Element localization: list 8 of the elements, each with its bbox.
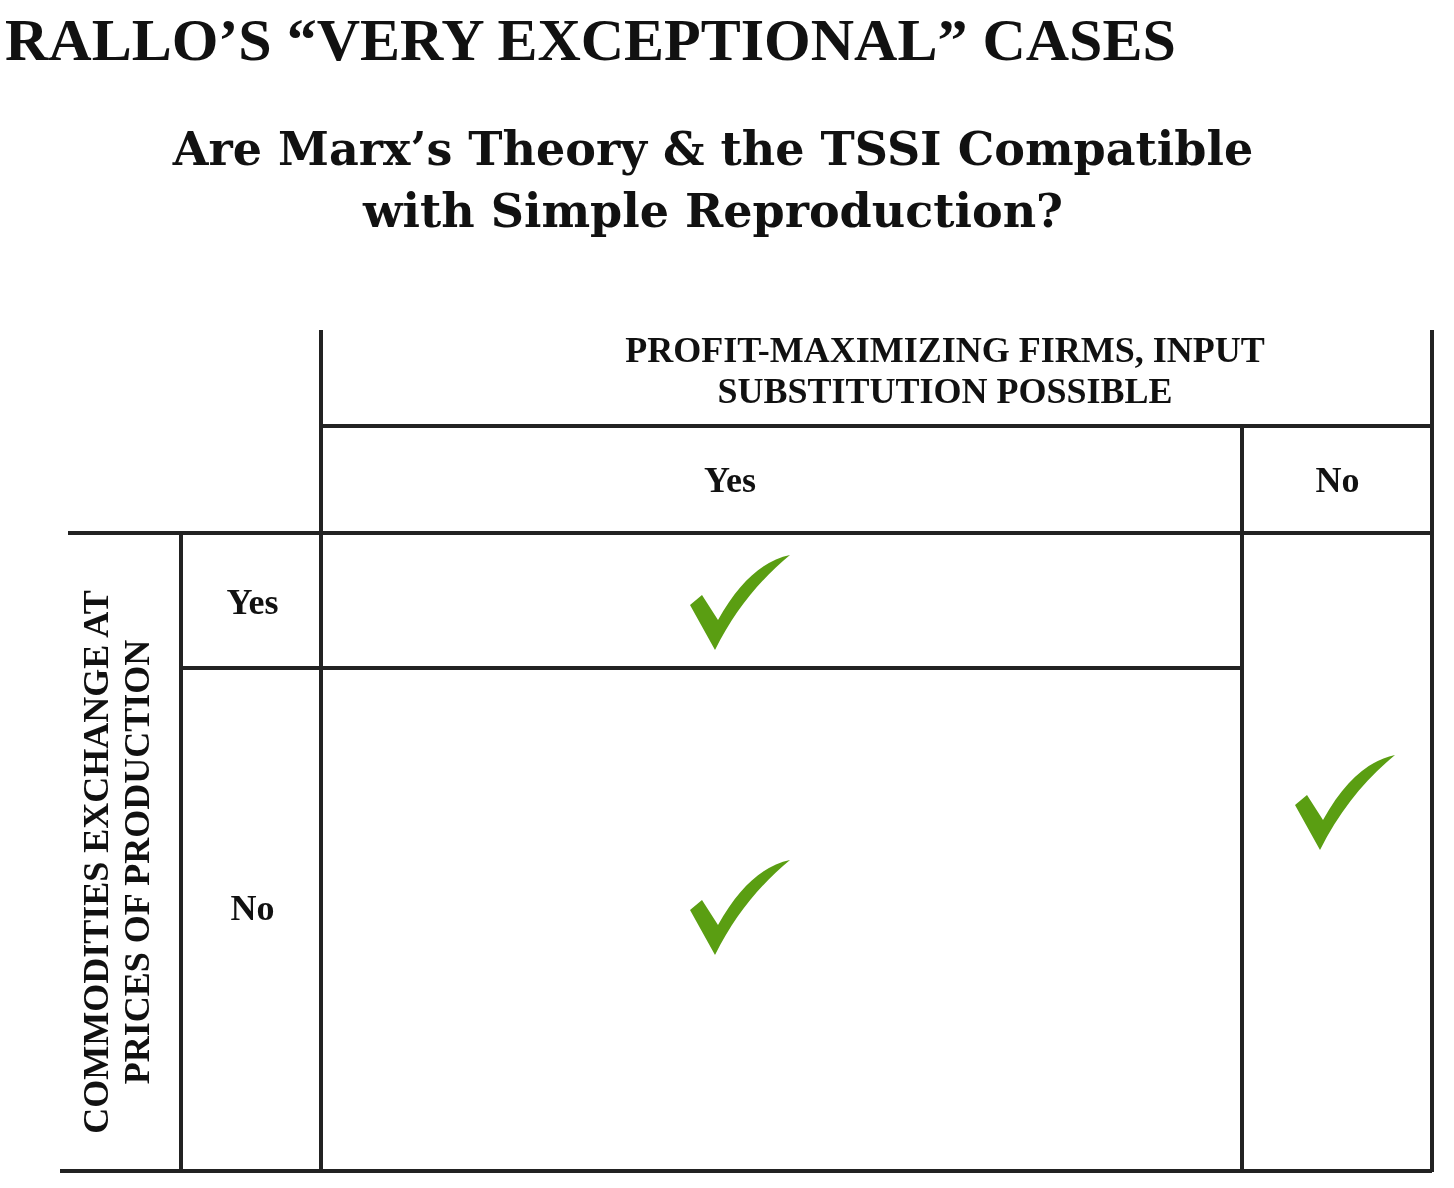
column-heading: Yes <box>703 460 757 502</box>
title: RALLO’S “VERY EXCEPTIONAL” CASES <box>5 6 1176 75</box>
row-heading: No <box>229 888 276 930</box>
row-header: COMMODITIES EXCHANGE AT PRICES OF PRODUCTION <box>76 589 159 1136</box>
subtitle: Are Marx’s Theory & the TSSI Compatible with Simple Reproduction? <box>171 121 1255 241</box>
column-heading: No <box>1314 460 1361 502</box>
row-heading: Yes <box>225 582 280 624</box>
column-header: PROFIT-MAXIMIZING FIRMS, INPUT SUBSTITUTION POSSIBLE <box>624 330 1266 413</box>
